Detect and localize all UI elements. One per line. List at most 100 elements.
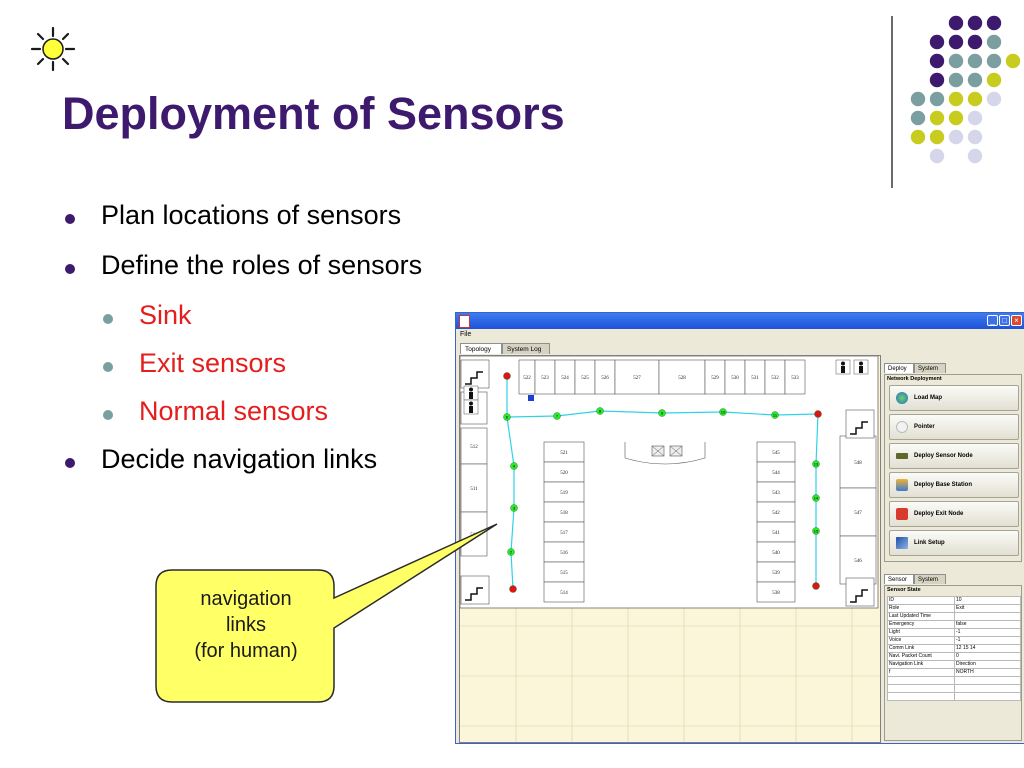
decorative-dot bbox=[967, 15, 983, 31]
decorative-dot bbox=[929, 34, 945, 50]
callout-line: navigation bbox=[200, 588, 292, 610]
link-setup-button[interactable]: Link Setup bbox=[889, 530, 1019, 556]
decorative-dot bbox=[948, 129, 964, 145]
room-label: 528 bbox=[678, 376, 686, 381]
navigation-link bbox=[774, 413, 819, 416]
sensor-node-label: 9 bbox=[661, 411, 664, 416]
room bbox=[839, 535, 877, 585]
decorative-dot bbox=[967, 72, 983, 88]
deploy-sensor-node-button[interactable]: Deploy Sensor Node bbox=[889, 443, 1019, 469]
room-label: 518 bbox=[560, 511, 568, 516]
state-value: Exit bbox=[954, 604, 1021, 613]
room-label: 522 bbox=[523, 376, 531, 381]
restroom-glyph bbox=[841, 361, 845, 366]
floor-map[interactable]: 5225235245255265275285295305315325335135… bbox=[459, 355, 881, 743]
exit-sensor-node[interactable] bbox=[814, 410, 822, 418]
divider-line bbox=[891, 16, 893, 188]
exit-sensor-node[interactable] bbox=[509, 585, 517, 593]
state-row: Light-1 bbox=[887, 628, 1021, 637]
load-map-button[interactable]: Load Map bbox=[889, 385, 1019, 411]
state-key: Navi. Packet Count bbox=[887, 652, 955, 661]
deploy-exit-node-button[interactable]: Deploy Exit Node bbox=[889, 501, 1019, 527]
sub-bullet-item: Normal sensors bbox=[62, 396, 422, 444]
room-label: 545 bbox=[772, 451, 780, 456]
room-label: 520 bbox=[560, 471, 568, 476]
room-label: 515 bbox=[560, 571, 568, 576]
floor-map-canvas[interactable]: 5225235245255265275285295305315325335135… bbox=[460, 356, 880, 742]
sub-bullet-item: Sink bbox=[62, 300, 422, 348]
sensor-node[interactable] bbox=[503, 413, 511, 421]
room-label: 546 bbox=[854, 559, 862, 564]
menu-bar: File bbox=[456, 329, 1024, 341]
navigation-link bbox=[556, 410, 601, 417]
navigation-link bbox=[722, 411, 776, 416]
sensor-node[interactable] bbox=[719, 408, 727, 416]
button-label: Deploy Exit Node bbox=[914, 511, 964, 517]
exit-sensor-node[interactable] bbox=[503, 372, 511, 380]
callout-line: (for human) bbox=[194, 640, 298, 662]
sensor-node[interactable] bbox=[812, 527, 820, 535]
tab-system-log[interactable]: System Log bbox=[502, 343, 550, 354]
state-value: false bbox=[954, 620, 1021, 629]
decorative-dot bbox=[967, 34, 983, 50]
navigation-link bbox=[815, 413, 819, 465]
room-label: 529 bbox=[711, 376, 719, 381]
button-label: Deploy Base Station bbox=[914, 482, 973, 488]
network-deployment-group: Network Deployment Load Map Pointer Depl… bbox=[884, 374, 1022, 562]
tab-deploy[interactable]: Deploy bbox=[884, 363, 914, 373]
sensor-node[interactable] bbox=[771, 411, 779, 419]
room-label: 512 bbox=[470, 445, 478, 450]
state-row: Voice-1 bbox=[887, 636, 1021, 645]
decorative-dot bbox=[967, 148, 983, 164]
maximize-icon[interactable]: □ bbox=[999, 315, 1010, 326]
state-key: ID bbox=[887, 596, 955, 605]
tab-system[interactable]: System bbox=[914, 363, 946, 373]
room-label: 521 bbox=[560, 451, 568, 456]
exit-sensor-node[interactable] bbox=[812, 582, 820, 590]
deploy-base-station-button[interactable]: Deploy Base Station bbox=[889, 472, 1019, 498]
app-icon bbox=[459, 315, 470, 328]
sensor-node[interactable] bbox=[658, 409, 666, 417]
navigation-link bbox=[661, 411, 724, 414]
room-label: 514 bbox=[560, 591, 568, 596]
menu-file[interactable]: File bbox=[460, 331, 472, 338]
decorative-dot bbox=[986, 34, 1002, 50]
sensor-node-label: 13 bbox=[814, 462, 819, 467]
decorative-dot bbox=[967, 91, 983, 107]
sensor-node[interactable] bbox=[812, 460, 820, 468]
sensor-node[interactable] bbox=[596, 407, 604, 415]
tab-system-state[interactable]: System bbox=[914, 574, 946, 584]
tab-topology[interactable]: Topology bbox=[460, 343, 502, 354]
state-value bbox=[954, 612, 1021, 621]
callout-line: links bbox=[225, 614, 266, 636]
state-row bbox=[887, 676, 1021, 685]
pointer-button[interactable]: Pointer bbox=[889, 414, 1019, 440]
sensor-node[interactable] bbox=[510, 462, 518, 470]
decorative-dot bbox=[986, 15, 1002, 31]
decorative-dot bbox=[948, 72, 964, 88]
room-label: 539 bbox=[772, 571, 780, 576]
navigation-link bbox=[510, 551, 514, 590]
sensor-node[interactable] bbox=[510, 504, 518, 512]
decorative-dot bbox=[1005, 53, 1021, 69]
minimize-icon[interactable]: _ bbox=[987, 315, 998, 326]
bullet-item: Decide navigation links bbox=[62, 444, 422, 494]
navigation-link bbox=[506, 415, 558, 418]
state-value: -1 bbox=[954, 636, 1021, 645]
sensor-node-label: 11 bbox=[773, 413, 778, 418]
close-icon[interactable]: × bbox=[1011, 315, 1022, 326]
stairs-glyph bbox=[465, 371, 483, 385]
state-key bbox=[887, 684, 955, 693]
sensor-node[interactable] bbox=[812, 494, 820, 502]
decorative-dot bbox=[910, 110, 926, 126]
slide-title: Deployment of Sensors bbox=[62, 88, 565, 139]
sensor-node-label: 3 bbox=[513, 506, 516, 511]
sensor-node[interactable] bbox=[553, 412, 561, 420]
tab-sensor[interactable]: Sensor bbox=[884, 574, 914, 584]
room bbox=[543, 581, 585, 603]
sensor-node[interactable] bbox=[507, 548, 515, 556]
window-titlebar[interactable]: _ □ × bbox=[456, 313, 1024, 329]
decorative-dot bbox=[986, 53, 1002, 69]
